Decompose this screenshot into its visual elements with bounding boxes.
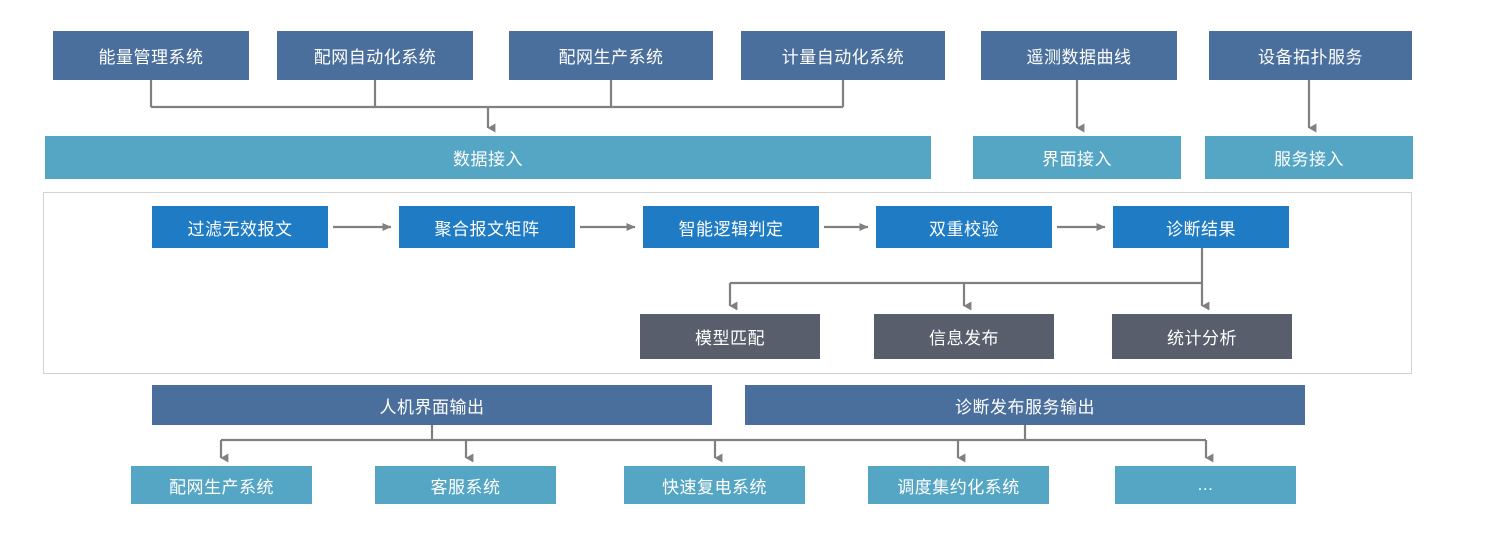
access-node-service[interactable]: 服务接入 xyxy=(1205,136,1413,179)
consumer-node-dispatch-centralization[interactable]: 调度集约化系统 xyxy=(868,466,1049,504)
consumer-node-more[interactable]: ... xyxy=(1115,466,1296,504)
outcome-node-statistical-analysis[interactable]: 统计分析 xyxy=(1112,314,1292,359)
source-to-data-access-links xyxy=(149,80,845,133)
consumer-node-fast-restoration[interactable]: 快速复电系统 xyxy=(624,466,805,504)
outcome-node-model-matching[interactable]: 模型匹配 xyxy=(640,314,820,359)
output-node-hmi[interactable]: 人机界面输出 xyxy=(152,385,712,425)
service-to-consumers-links xyxy=(715,425,1214,463)
consumer-node-distribution-production[interactable]: 配网生产系统 xyxy=(131,466,312,504)
pipeline-node-diagnosis-result[interactable]: 诊断结果 xyxy=(1113,206,1289,248)
diagnosis-engine-panel xyxy=(43,192,1412,374)
source-node-distribution-production[interactable]: 配网生产系统 xyxy=(509,31,713,80)
source-node-energy-management[interactable]: 能量管理系统 xyxy=(53,31,249,80)
pipeline-node-filter-invalid-messages[interactable]: 过滤无效报文 xyxy=(152,206,328,248)
source-node-device-topology-service[interactable]: 设备拓扑服务 xyxy=(1209,31,1412,80)
access-node-interface[interactable]: 界面接入 xyxy=(973,136,1181,179)
access-node-data[interactable]: 数据接入 xyxy=(45,136,931,179)
hmi-to-consumers-links xyxy=(219,425,723,463)
pipeline-node-dual-verification[interactable]: 双重校验 xyxy=(876,206,1052,248)
source-node-distribution-automation[interactable]: 配网自动化系统 xyxy=(277,31,473,80)
source-node-metering-automation[interactable]: 计量自动化系统 xyxy=(741,31,945,80)
pipeline-node-aggregate-message-matrix[interactable]: 聚合报文矩阵 xyxy=(399,206,575,248)
consumer-node-customer-service[interactable]: 客服系统 xyxy=(375,466,556,504)
source-node-telemetry-curve[interactable]: 遥测数据曲线 xyxy=(981,31,1177,80)
pipeline-node-intelligent-logic-decision[interactable]: 智能逻辑判定 xyxy=(643,206,819,248)
output-node-diagnosis-publish-service[interactable]: 诊断发布服务输出 xyxy=(745,385,1305,425)
outcome-node-information-publishing[interactable]: 信息发布 xyxy=(874,314,1054,359)
